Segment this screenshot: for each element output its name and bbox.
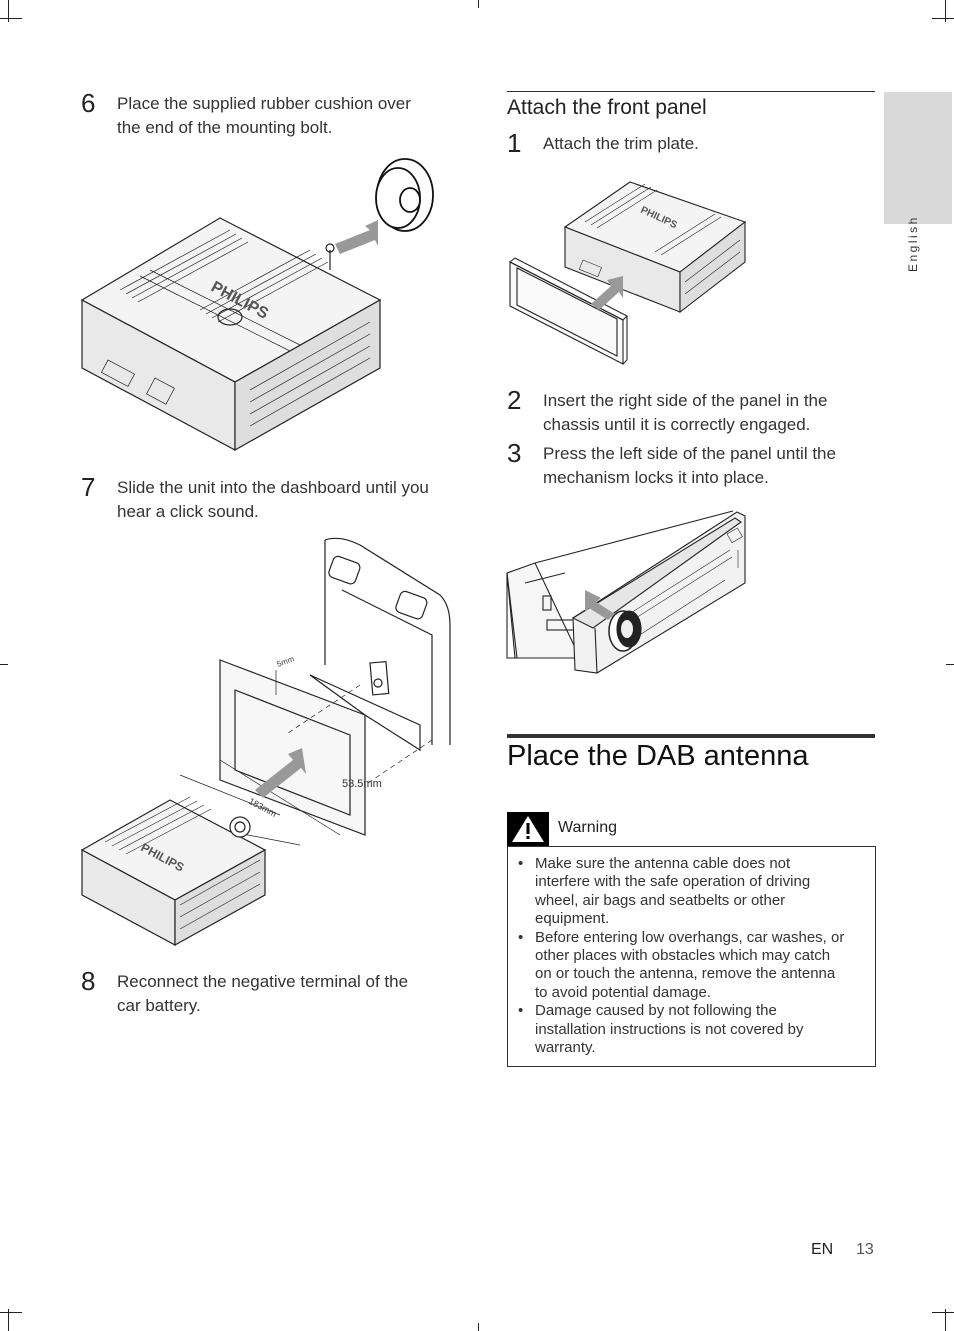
- step-number: 6: [81, 88, 96, 118]
- crop-mark: [8, 0, 9, 22]
- warning-box: • Make sure the antenna cable does not i…: [507, 846, 876, 1067]
- step-text-line: chassis until it is correctly engaged.: [543, 415, 811, 434]
- figure-dashboard-install: PHILIPS 5mm 53.5mm 183mm: [80, 537, 451, 947]
- dimension-label: 5mm: [276, 654, 296, 669]
- crop-mark: [478, 0, 479, 8]
- step-text-line: Insert the right side of the panel in th…: [543, 391, 828, 410]
- step-text-line: Attach the trim plate.: [543, 134, 699, 153]
- step-number: 8: [81, 966, 96, 996]
- step-text: Insert the right side of the panel in th…: [543, 389, 827, 437]
- warning-line: equipment.: [535, 910, 610, 928]
- step-text: Attach the trim plate.: [543, 132, 699, 156]
- step-number: 1: [507, 128, 522, 158]
- step-6: 6 Place the supplied rubber cushion over…: [81, 88, 461, 144]
- language-tab: English: [884, 92, 952, 272]
- step-text-line: the end of the mounting bolt.: [117, 118, 333, 137]
- front-panel-step-2: 2 Insert the right side of the panel in …: [507, 385, 867, 437]
- warning-line: to avoid potential damage.: [535, 983, 711, 1001]
- crop-mark: [945, 1309, 946, 1331]
- figure-front-panel: [506, 510, 746, 674]
- warning-list: • Make sure the antenna cable does not i…: [508, 847, 875, 1057]
- page-number: 13: [856, 1241, 874, 1258]
- crop-mark: [0, 664, 8, 665]
- crop-mark: [0, 1312, 22, 1313]
- step-text: Slide the unit into the dashboard until …: [117, 476, 429, 524]
- warning-label: Warning: [558, 819, 617, 836]
- section-heading: Attach the front panel: [507, 96, 707, 119]
- warning-item: • Damage caused by not following the ins…: [518, 1002, 867, 1057]
- step-text-line: Press the left side of the panel until t…: [543, 444, 836, 463]
- warning-line: installation instructions is not covered…: [535, 1020, 804, 1038]
- warning-line: warranty.: [535, 1039, 596, 1057]
- step-number: 3: [507, 438, 522, 468]
- warning-line: Make sure the antenna cable does not: [535, 855, 791, 872]
- warning-item: • Before entering low overhangs, car was…: [518, 929, 867, 1003]
- bullet: •: [518, 928, 524, 946]
- step-text-line: hear a click sound.: [117, 502, 259, 521]
- crop-mark: [932, 1312, 954, 1313]
- step-8: 8 Reconnect the negative terminal of the…: [81, 966, 461, 1022]
- crop-mark: [932, 18, 954, 19]
- crop-mark: [8, 1309, 9, 1331]
- step-7: 7 Slide the unit into the dashboard unti…: [81, 472, 461, 528]
- warning-icon: [507, 812, 549, 846]
- warning-line: Damage caused by not following the: [535, 1002, 777, 1020]
- bullet: •: [518, 1002, 524, 1020]
- crop-mark: [945, 0, 946, 22]
- step-text: Reconnect the negative terminal of the c…: [117, 970, 408, 1018]
- warning-line: other places with obstacles which may ca…: [535, 947, 831, 965]
- step-text-line: Place the supplied rubber cushion over: [117, 94, 411, 113]
- step-text: Press the left side of the panel until t…: [543, 442, 836, 490]
- step-text-line: car battery.: [117, 996, 201, 1015]
- step-number: 2: [507, 385, 522, 415]
- front-panel-step-3: 3 Press the left side of the panel until…: [507, 438, 867, 490]
- warning-item: • Make sure the antenna cable does not i…: [518, 855, 867, 929]
- crop-mark: [478, 1323, 479, 1331]
- warning-line: wheel, air bags and seatbelts or other: [535, 891, 786, 909]
- warning-header: Warning: [507, 812, 875, 846]
- warning-line: interfere with the safe operation of dri…: [535, 873, 811, 891]
- language-tab-label: English: [906, 215, 920, 272]
- crop-mark: [0, 18, 22, 19]
- warning-line: on or touch the antenna, remove the ante…: [535, 965, 836, 983]
- warning-line: Before entering low overhangs, car washe…: [535, 928, 845, 946]
- step-text-line: Reconnect the negative terminal of the: [117, 972, 409, 991]
- step-number: 7: [81, 472, 96, 502]
- crop-mark: [946, 664, 954, 665]
- step-text-line: Slide the unit into the dashboard until …: [117, 478, 429, 497]
- footer-language: EN: [811, 1241, 834, 1258]
- bullet: •: [518, 855, 524, 872]
- section-rule-thick: [507, 734, 875, 738]
- page-section-title: Place the DAB antenna: [507, 740, 809, 772]
- section-rule: [507, 91, 875, 92]
- front-panel-step-1: 1 Attach the trim plate.: [507, 128, 867, 158]
- step-text: Place the supplied rubber cushion over t…: [117, 92, 411, 140]
- dimension-label: 53.5mm: [342, 778, 382, 790]
- figure-rubber-cushion: PHILIPS: [80, 158, 434, 452]
- figure-trim-plate: PHILIPS: [508, 181, 747, 365]
- step-text-line: mechanism locks it into place.: [543, 468, 769, 487]
